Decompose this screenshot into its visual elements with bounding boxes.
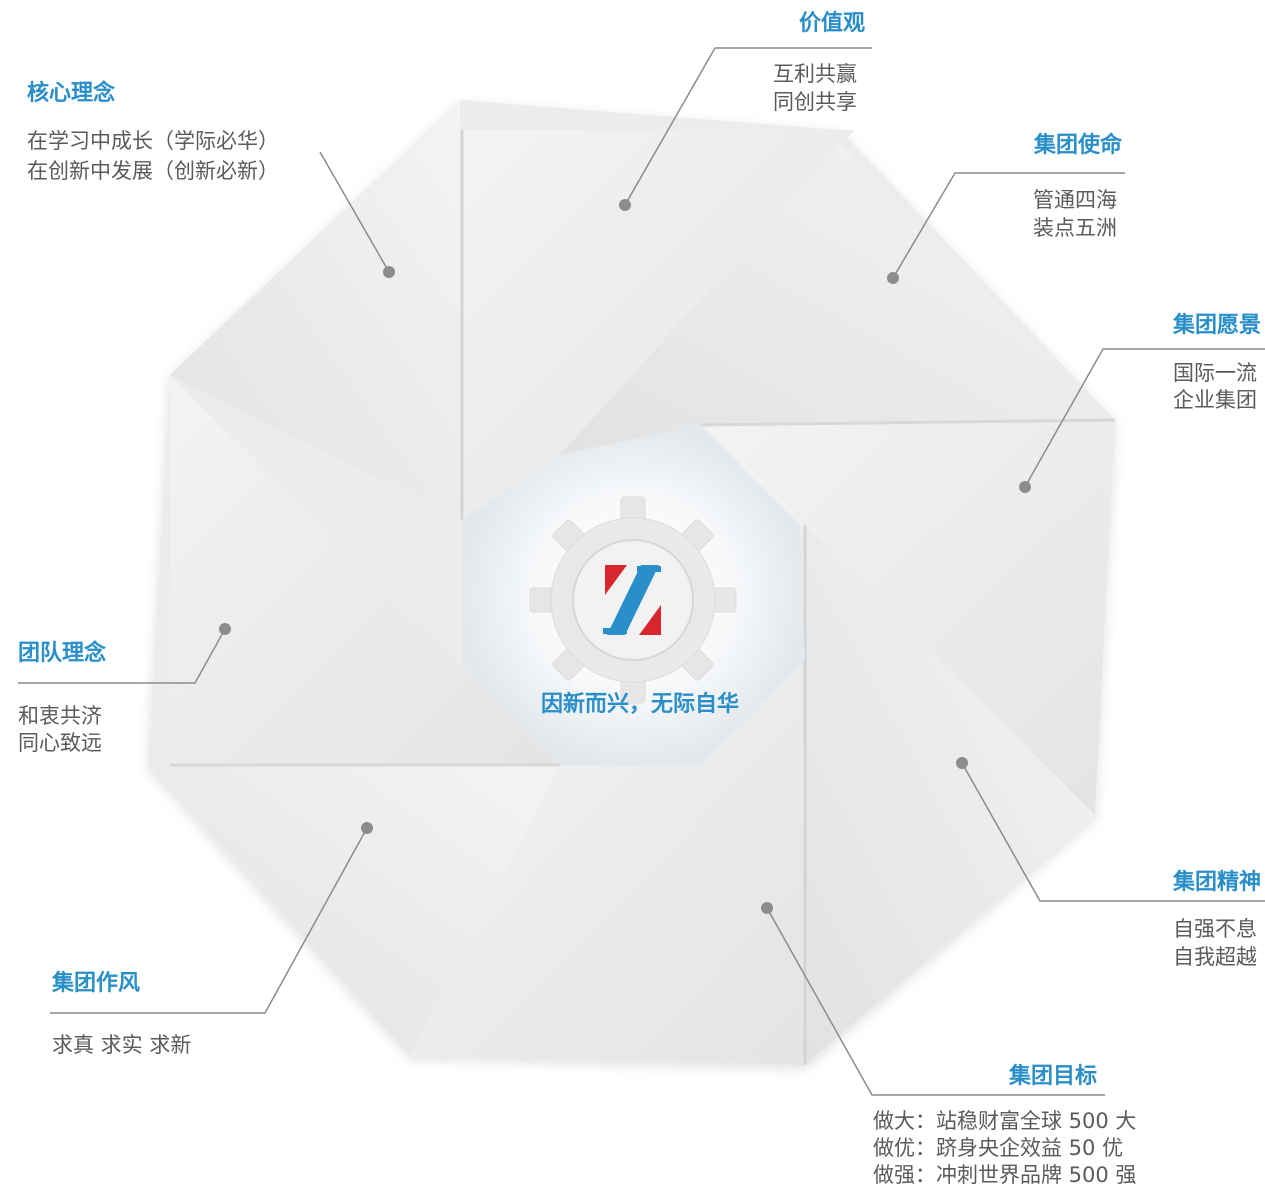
- leader-vision: [1024, 348, 1265, 488]
- leader-core: [319, 151, 390, 273]
- team-title: 团队理念: [18, 641, 107, 666]
- dot-mission: [887, 272, 899, 284]
- center-slogan: 因新而兴，无际自华: [540, 692, 739, 717]
- values-title: 价值观: [798, 11, 865, 36]
- spirit-line-1: 自强不息: [1173, 917, 1257, 941]
- vision-line-2: 企业集团: [1173, 388, 1257, 412]
- leader-style: [50, 827, 368, 1014]
- panel-core: [170, 100, 462, 520]
- core-concept-line-1: 在学习中成长（学际必华）: [27, 129, 279, 153]
- spirit-line-2: 自我超越: [1173, 945, 1257, 969]
- company-logo-icon: [603, 565, 661, 635]
- core-concept-title: 核心理念: [27, 81, 116, 106]
- vision-line-1: 国际一流: [1173, 361, 1257, 385]
- style-line-1: 求真 求实 求新: [52, 1033, 192, 1057]
- gear-icon: [529, 496, 737, 704]
- goals-title: 集团目标: [1008, 1064, 1097, 1089]
- team-line-2: 同心致远: [18, 731, 102, 755]
- dot-team: [219, 623, 231, 635]
- mission-line-2: 装点五洲: [1033, 216, 1117, 240]
- panel-values: [462, 130, 855, 520]
- dot-core: [383, 266, 395, 278]
- dot-values: [619, 199, 631, 211]
- mission-title: 集团使命: [1033, 133, 1122, 158]
- goals-line-1: 做大：站稳财富全球 500 大: [873, 1109, 1137, 1133]
- panel-team: [170, 375, 560, 765]
- dot-goals: [761, 902, 773, 914]
- team-line-1: 和衷共济: [18, 704, 102, 728]
- values-line-1: 互利共赢: [773, 62, 857, 86]
- style-title: 集团作风: [52, 971, 141, 996]
- goals-line-3: 做强：冲刺世界品牌 500 强: [873, 1163, 1137, 1187]
- leader-values: [624, 47, 872, 206]
- panel-mission: [560, 145, 1115, 455]
- leader-mission: [892, 172, 1125, 279]
- mission-line-1: 管通四海: [1033, 188, 1117, 212]
- goals-line-2: 做优：跻身央企效益 50 优: [873, 1136, 1124, 1160]
- panel-vision: [700, 420, 1115, 815]
- spirit-title: 集团精神: [1172, 870, 1261, 895]
- core-concept-line-2: 在创新中发展（创新必新）: [27, 159, 279, 183]
- panel-style: [148, 765, 560, 1055]
- leader-goals: [766, 907, 1105, 1096]
- leader-team: [18, 628, 226, 684]
- panel-goals: [410, 660, 805, 1065]
- values-line-2: 同创共享: [773, 90, 857, 114]
- dot-spirit: [956, 757, 968, 769]
- panel-spirit: [805, 525, 1095, 1065]
- dot-vision: [1019, 481, 1031, 493]
- vision-title: 集团愿景: [1172, 313, 1261, 338]
- dot-style: [361, 822, 373, 834]
- leader-spirit: [961, 762, 1265, 902]
